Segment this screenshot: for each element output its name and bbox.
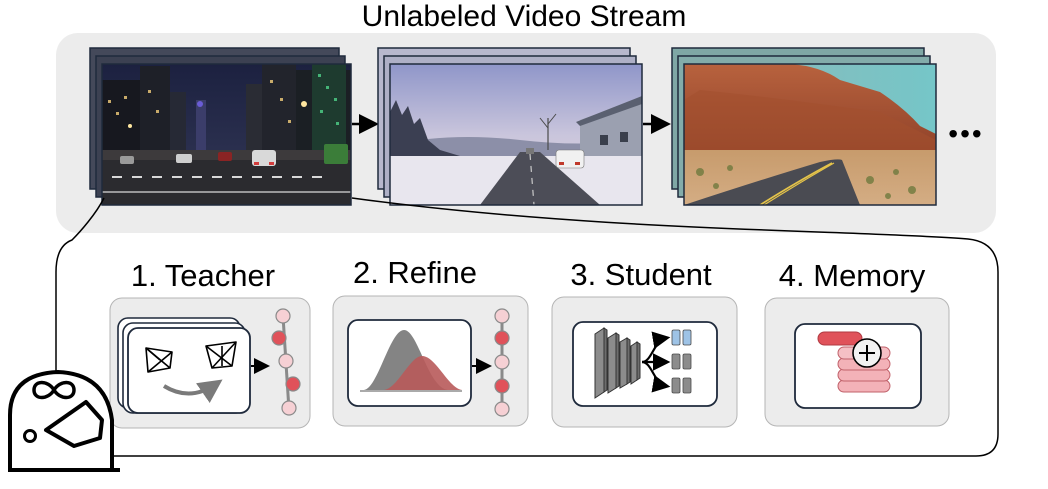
step-label-memory: 4. Memory — [779, 258, 926, 293]
video-frame-stack-desert — [671, 47, 937, 206]
helmet-infinity-icon — [8, 370, 120, 472]
night-city-frame — [102, 64, 351, 205]
distribution-refine-icon — [347, 319, 472, 407]
process-panel-outline — [55, 197, 999, 457]
neural-network-icon — [572, 321, 718, 407]
stream-ellipsis: ••• — [948, 118, 983, 149]
memory-database-icon — [794, 323, 922, 409]
memory-step-card — [764, 297, 950, 427]
student-step-card — [551, 296, 738, 428]
step-label-refine: 2. Refine — [353, 255, 477, 290]
teacher-step-card — [109, 297, 311, 429]
teacher-pose-icon — [117, 317, 251, 414]
video-frame-stack-night — [89, 47, 352, 206]
teacher-pose-graph — [271, 308, 301, 416]
step-label-student: 3. Student — [570, 257, 712, 292]
snowy-road-frame — [390, 64, 642, 205]
figure-title: Unlabeled Video Stream — [362, 0, 687, 33]
desert-canyon-frame — [684, 64, 936, 205]
refine-step-card — [332, 295, 529, 427]
step-label-teacher: 1. Teacher — [131, 258, 275, 293]
refined-pose-graph — [494, 308, 510, 417]
video-frame-stack-snow — [377, 47, 643, 206]
